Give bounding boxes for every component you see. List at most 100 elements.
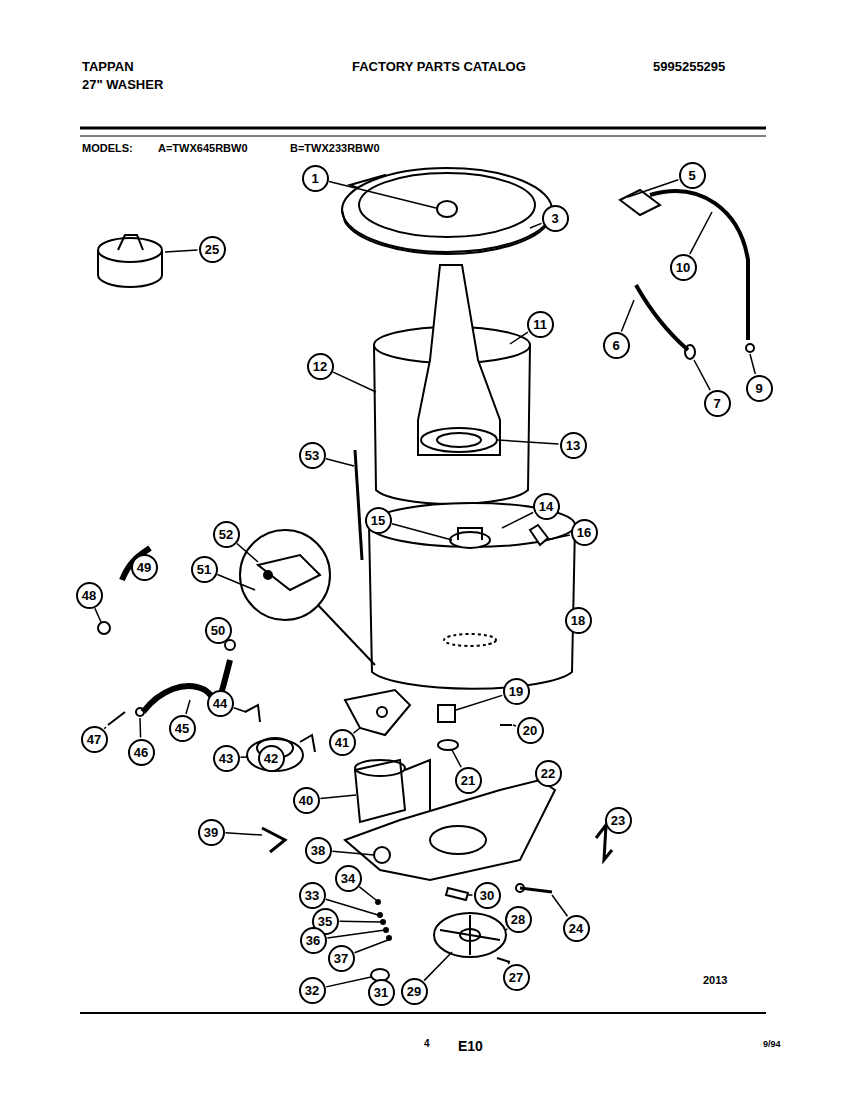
callout-number: 3	[542, 205, 569, 232]
callout-text: 29	[407, 985, 421, 998]
callout-number: 10	[670, 254, 697, 281]
leader-line	[326, 459, 354, 466]
callout-number: 23	[605, 807, 632, 834]
header-text: 2013	[703, 974, 727, 986]
leader-line	[234, 708, 246, 712]
callout-text: 24	[569, 922, 583, 935]
header-text: 27" WASHER	[82, 78, 163, 92]
leader-line	[546, 535, 570, 540]
callout-text: 19	[509, 685, 523, 698]
leader-line	[165, 250, 198, 252]
callout-text: 42	[264, 752, 278, 765]
callout-number: 24	[563, 915, 590, 942]
callout-text: 20	[523, 724, 537, 737]
callout-number: 13	[560, 432, 587, 459]
leader-line	[468, 894, 473, 896]
callout-number: 36	[300, 927, 327, 954]
callout-text: 49	[137, 561, 151, 574]
leader-line	[513, 724, 516, 726]
callout-number: 47	[81, 726, 108, 753]
callout-number: 11	[527, 311, 554, 338]
leader-line	[456, 695, 502, 710]
callout-number: 37	[328, 945, 355, 972]
leader-line	[621, 300, 634, 332]
leader-line	[225, 833, 262, 835]
header-text: B=TWX233RBW0	[290, 142, 380, 154]
callout-text: 25	[205, 243, 219, 256]
callout-number: 18	[565, 607, 592, 634]
callout-number: 6	[603, 332, 630, 359]
callout-number: 51	[191, 556, 218, 583]
callout-text: 16	[577, 526, 591, 539]
callout-text: 28	[511, 913, 525, 926]
callout-number: 1	[302, 165, 329, 192]
callout-number: 21	[455, 767, 482, 794]
callout-number: 29	[401, 978, 428, 1005]
callout-number: 52	[213, 521, 240, 548]
callout-text: 14	[539, 500, 553, 513]
leader-line	[424, 952, 452, 981]
callout-number: 20	[517, 717, 544, 744]
leader-line	[694, 360, 710, 390]
leader-line	[628, 180, 678, 197]
callout-number: 27	[503, 964, 530, 991]
header-text: 4	[424, 1038, 430, 1049]
leader-line	[355, 940, 388, 953]
leader-line	[510, 332, 528, 344]
callout-text: 45	[175, 722, 189, 735]
callout-text: 38	[311, 844, 325, 857]
leader-line	[333, 372, 376, 392]
leader-line	[326, 977, 371, 987]
catalog-title: FACTORY PARTS CATALOG	[352, 60, 526, 74]
callout-text: 46	[134, 746, 148, 759]
callout-text: 6	[612, 339, 619, 352]
callout-number: 39	[198, 819, 225, 846]
header-text: MODELS:	[82, 142, 133, 154]
callout-text: 36	[306, 934, 320, 947]
callout-text: 34	[341, 872, 355, 885]
leader-line	[240, 756, 247, 758]
callout-text: 23	[611, 814, 625, 827]
leader-line	[139, 718, 141, 738]
callout-text: 31	[374, 986, 388, 999]
callout-number: 32	[299, 977, 326, 1004]
callout-text: 18	[571, 614, 585, 627]
callout-text: 43	[219, 752, 233, 765]
leader-line	[530, 223, 542, 228]
header-text: A=TWX645RBW0	[158, 142, 248, 154]
callout-text: 35	[318, 915, 332, 928]
callout-number: 16	[571, 519, 598, 546]
leader-line	[506, 929, 507, 930]
callout-number: 44	[207, 690, 234, 717]
callout-number: 42	[258, 745, 285, 772]
leader-line	[339, 921, 381, 923]
callout-number: 40	[293, 787, 320, 814]
callout-text: 3	[551, 212, 558, 225]
header-text: 5995255295	[653, 60, 725, 74]
callout-number: 43	[213, 745, 240, 772]
callout-text: 5	[688, 169, 695, 182]
callout-number: 25	[199, 236, 226, 263]
leader-line	[332, 851, 374, 855]
leader-line	[502, 512, 533, 528]
callout-number: 19	[503, 678, 530, 705]
callout-text: 9	[755, 382, 762, 395]
callout-text: 11	[533, 318, 547, 331]
callout-text: 39	[204, 826, 218, 839]
callout-text: 21	[461, 774, 475, 787]
callout-text: 33	[305, 889, 319, 902]
callout-text: 7	[713, 397, 720, 410]
callout-text: 47	[87, 733, 101, 746]
callout-number: 49	[131, 554, 158, 581]
callout-number: 15	[365, 507, 392, 534]
leader-line	[327, 930, 385, 938]
callout-number: 12	[307, 353, 334, 380]
callout-text: 37	[334, 952, 348, 965]
leader-line	[359, 887, 376, 900]
callout-text: 40	[299, 794, 313, 807]
leader-line	[498, 440, 559, 444]
callout-text: 15	[371, 514, 385, 527]
callout-number: 45	[169, 715, 196, 742]
